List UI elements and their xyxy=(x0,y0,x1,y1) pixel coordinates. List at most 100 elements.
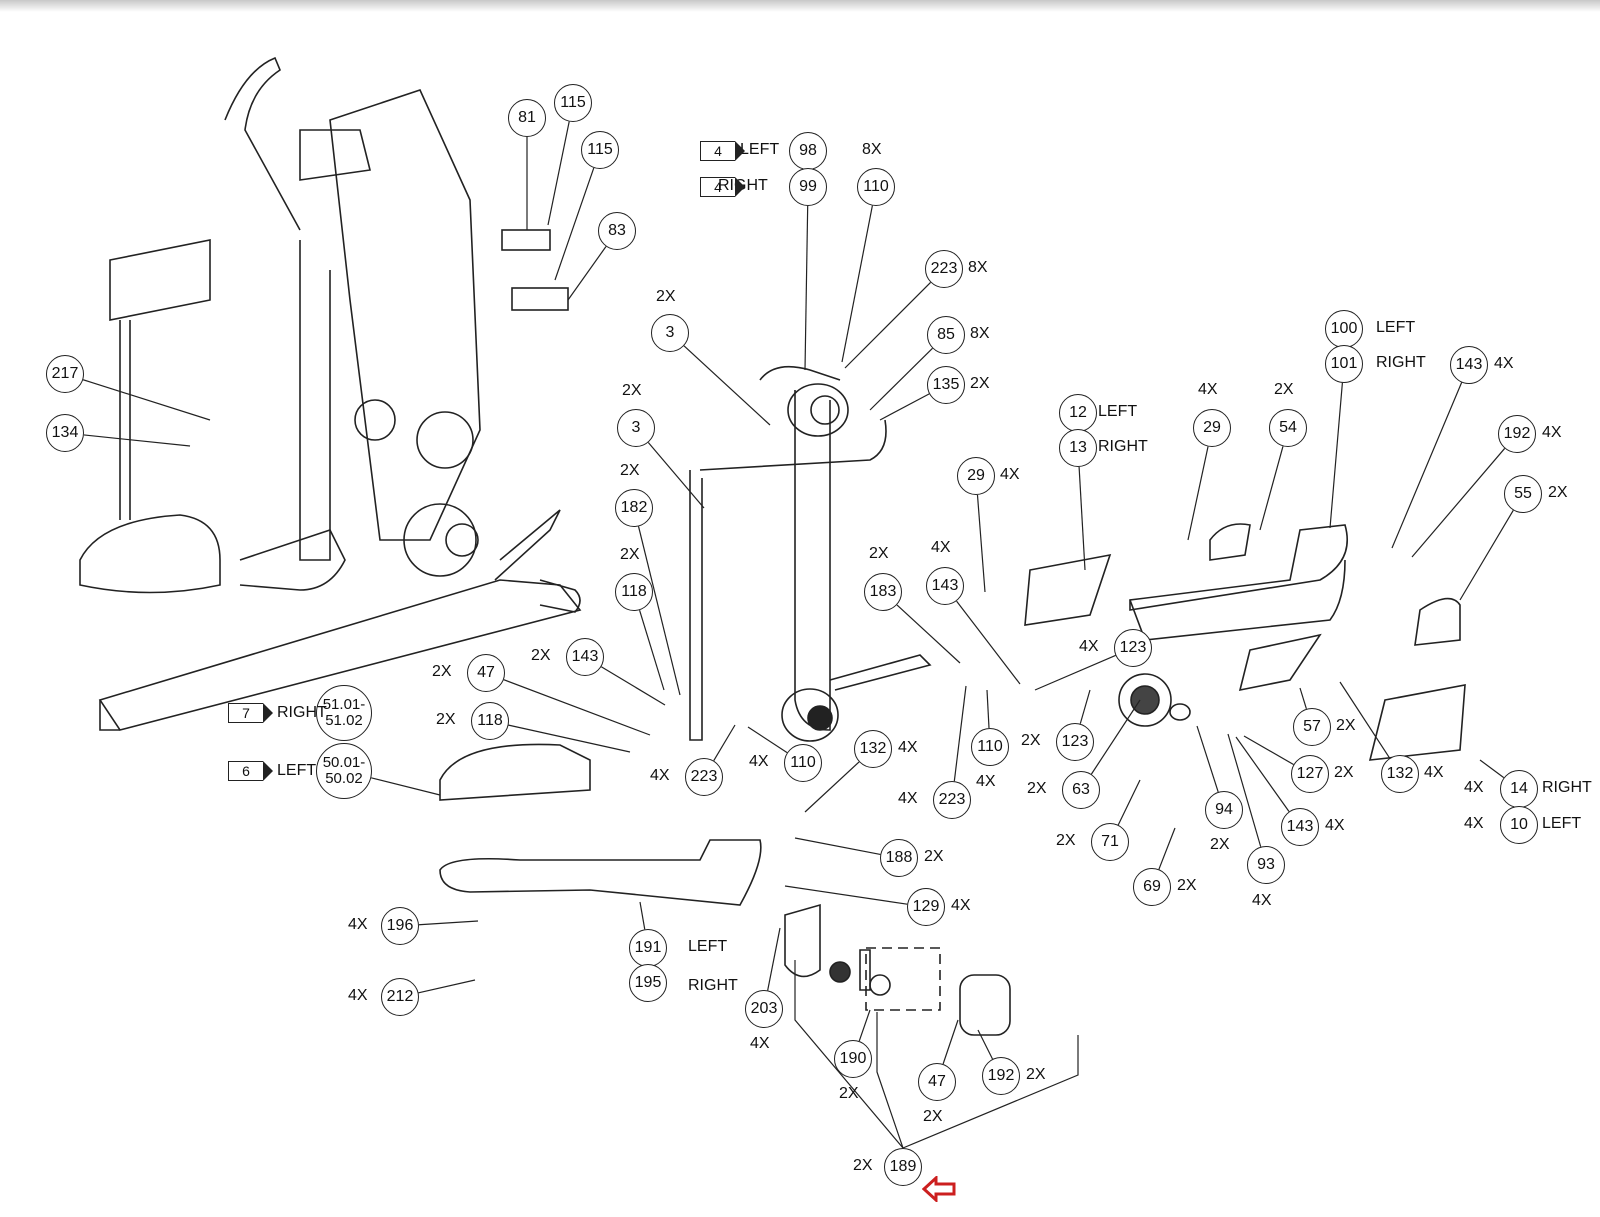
leader-line xyxy=(986,689,990,729)
leader-line xyxy=(1299,687,1307,710)
quantity-label: 2X xyxy=(1021,732,1041,749)
leader-line xyxy=(503,679,651,736)
callout-part-3: 3 xyxy=(651,314,689,352)
callout-part-55: 55 xyxy=(1504,475,1542,513)
callout-part-134: 134 xyxy=(46,414,84,452)
leader-line xyxy=(567,246,607,301)
quantity-label: 4X xyxy=(1198,381,1218,398)
leader-line xyxy=(804,761,860,813)
leader-line xyxy=(1079,689,1091,724)
leader-line xyxy=(371,777,441,796)
quantity-label: 4X xyxy=(1000,466,1020,483)
callout-part-13: 13 xyxy=(1059,429,1097,467)
callout-part-143: 143 xyxy=(1281,808,1319,846)
callout-part-14: 14 xyxy=(1500,770,1538,808)
pedal-arm-illustration xyxy=(439,743,1011,1036)
callout-part-110: 110 xyxy=(857,168,895,206)
quantity-label: 4X xyxy=(650,767,670,784)
callout-part-183: 183 xyxy=(864,573,902,611)
callout-part-195: 195 xyxy=(629,964,667,1002)
leader-line xyxy=(1459,510,1514,601)
leader-line xyxy=(879,393,930,421)
callout-part-98: 98 xyxy=(789,132,827,170)
quantity-label: 4X xyxy=(1079,638,1099,655)
leader-line xyxy=(82,379,211,421)
leader-line xyxy=(841,205,873,363)
leader-line xyxy=(953,685,967,782)
quantity-label: 4X xyxy=(348,987,368,1004)
leader-line xyxy=(844,282,931,369)
callout-part-127: 127 xyxy=(1291,755,1329,793)
quantity-label: 2X xyxy=(436,711,456,728)
quantity-label: 2X xyxy=(432,663,452,680)
callout-part-182: 182 xyxy=(615,489,653,527)
quantity-label: 4X xyxy=(931,539,951,556)
callout-part-135: 135 xyxy=(927,366,965,404)
callout-part-85: 85 xyxy=(927,316,965,354)
leader-line xyxy=(794,960,904,1149)
callout-part-191: 191 xyxy=(629,929,667,967)
leader-line xyxy=(547,121,570,226)
quantity-label: 2X xyxy=(924,848,944,865)
quantity-label: 4X xyxy=(348,916,368,933)
quantity-label: 2X xyxy=(1177,877,1197,894)
quantity-label: 4X xyxy=(1252,892,1272,909)
callout-part-132: 132 xyxy=(1381,755,1419,793)
quantity-label: 4X xyxy=(951,897,971,914)
quantity-label: 2X xyxy=(1056,832,1076,849)
callout-part-101: 101 xyxy=(1325,345,1363,383)
quantity-label: 8X xyxy=(970,325,990,342)
quantity-label: 4X xyxy=(898,790,918,807)
reference-number: 4 xyxy=(714,179,722,195)
leader-line xyxy=(418,920,479,926)
leader-line xyxy=(942,1019,959,1065)
callout-part-192: 192 xyxy=(982,1057,1020,1095)
callout-part-143: 143 xyxy=(566,638,604,676)
callout-part-132: 132 xyxy=(854,730,892,768)
callout-part-93: 93 xyxy=(1247,846,1285,884)
leader-line xyxy=(784,885,908,905)
leader-line xyxy=(1187,446,1209,541)
callout-part-29: 29 xyxy=(957,457,995,495)
quantity-label: 4X xyxy=(1542,424,1562,441)
leader-line xyxy=(869,347,933,411)
side-label: RIGHT xyxy=(688,977,738,994)
leader-line xyxy=(1391,382,1463,549)
leader-line xyxy=(1227,733,1262,847)
leader-line xyxy=(1339,681,1391,759)
leader-line xyxy=(683,345,771,426)
leader-line xyxy=(1196,725,1219,793)
callout-part-12: 12 xyxy=(1059,394,1097,432)
callout-part-118: 118 xyxy=(615,573,653,611)
quantity-label: 2X xyxy=(531,647,551,664)
quantity-label: 4X xyxy=(749,753,769,770)
side-label: LEFT xyxy=(740,141,780,158)
leader-lines xyxy=(82,121,1514,1149)
callout-part-110: 110 xyxy=(784,744,822,782)
quantity-label: 4X xyxy=(976,773,996,790)
quantity-label: 4X xyxy=(1464,815,1484,832)
quantity-label: 2X xyxy=(970,375,990,392)
quantity-label: 2X xyxy=(839,1085,859,1102)
side-label: LEFT xyxy=(1098,403,1138,420)
quantity-label: 2X xyxy=(1334,764,1354,781)
leader-line xyxy=(637,526,681,696)
leader-line xyxy=(1034,654,1116,691)
callout-part-189: 189 xyxy=(884,1148,922,1186)
leader-line xyxy=(638,609,665,691)
reference-flag-icon: 6 xyxy=(228,761,273,781)
callout-part-203: 203 xyxy=(745,990,783,1028)
quantity-label: 2X xyxy=(1027,780,1047,797)
callout-part-63: 63 xyxy=(1062,771,1100,809)
quantity-label: 2X xyxy=(1548,484,1568,501)
callout-part-83: 83 xyxy=(598,212,636,250)
quantity-label: 4X xyxy=(1424,764,1444,781)
leader-line xyxy=(1117,779,1141,826)
quantity-label: 4X xyxy=(1325,817,1345,834)
side-label: RIGHT xyxy=(1542,779,1592,796)
callout-part-192: 192 xyxy=(1498,415,1536,453)
quantity-label: 2X xyxy=(1026,1066,1046,1083)
callout-part-47: 47 xyxy=(467,654,505,692)
callout-part-71: 71 xyxy=(1091,823,1129,861)
callout-part-223: 223 xyxy=(933,781,971,819)
